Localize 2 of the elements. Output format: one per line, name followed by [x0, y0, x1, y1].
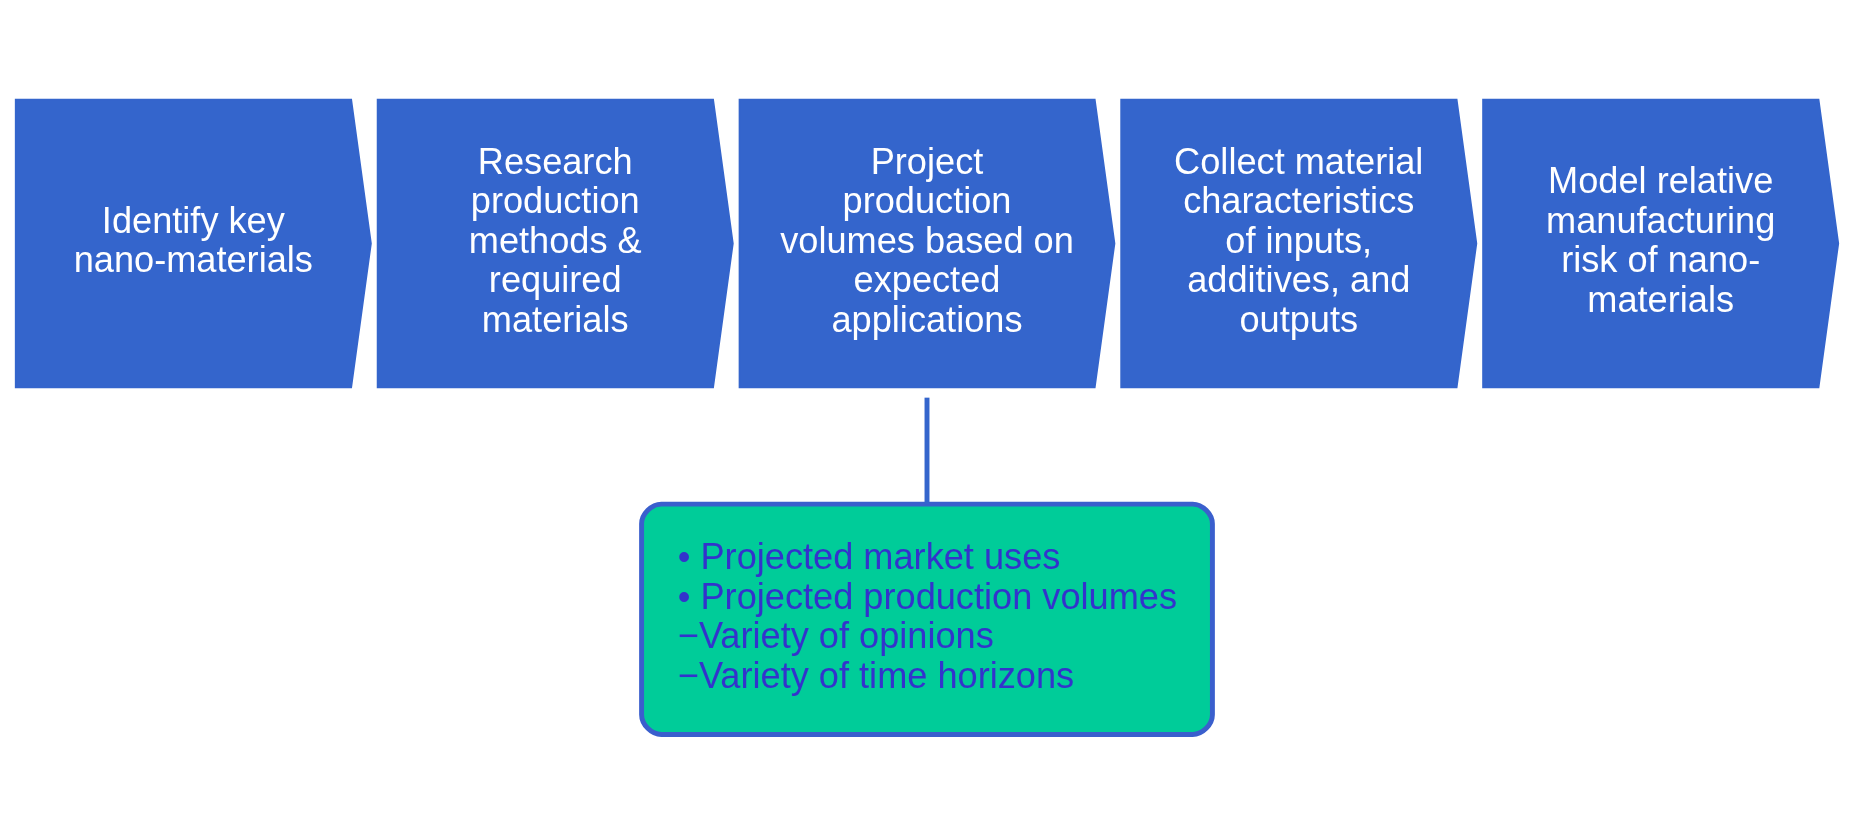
connector — [924, 397, 930, 504]
node-box: • Projected market uses • Projected production volumes −Variety of opinions −Variety of time horizons — [639, 501, 1215, 737]
